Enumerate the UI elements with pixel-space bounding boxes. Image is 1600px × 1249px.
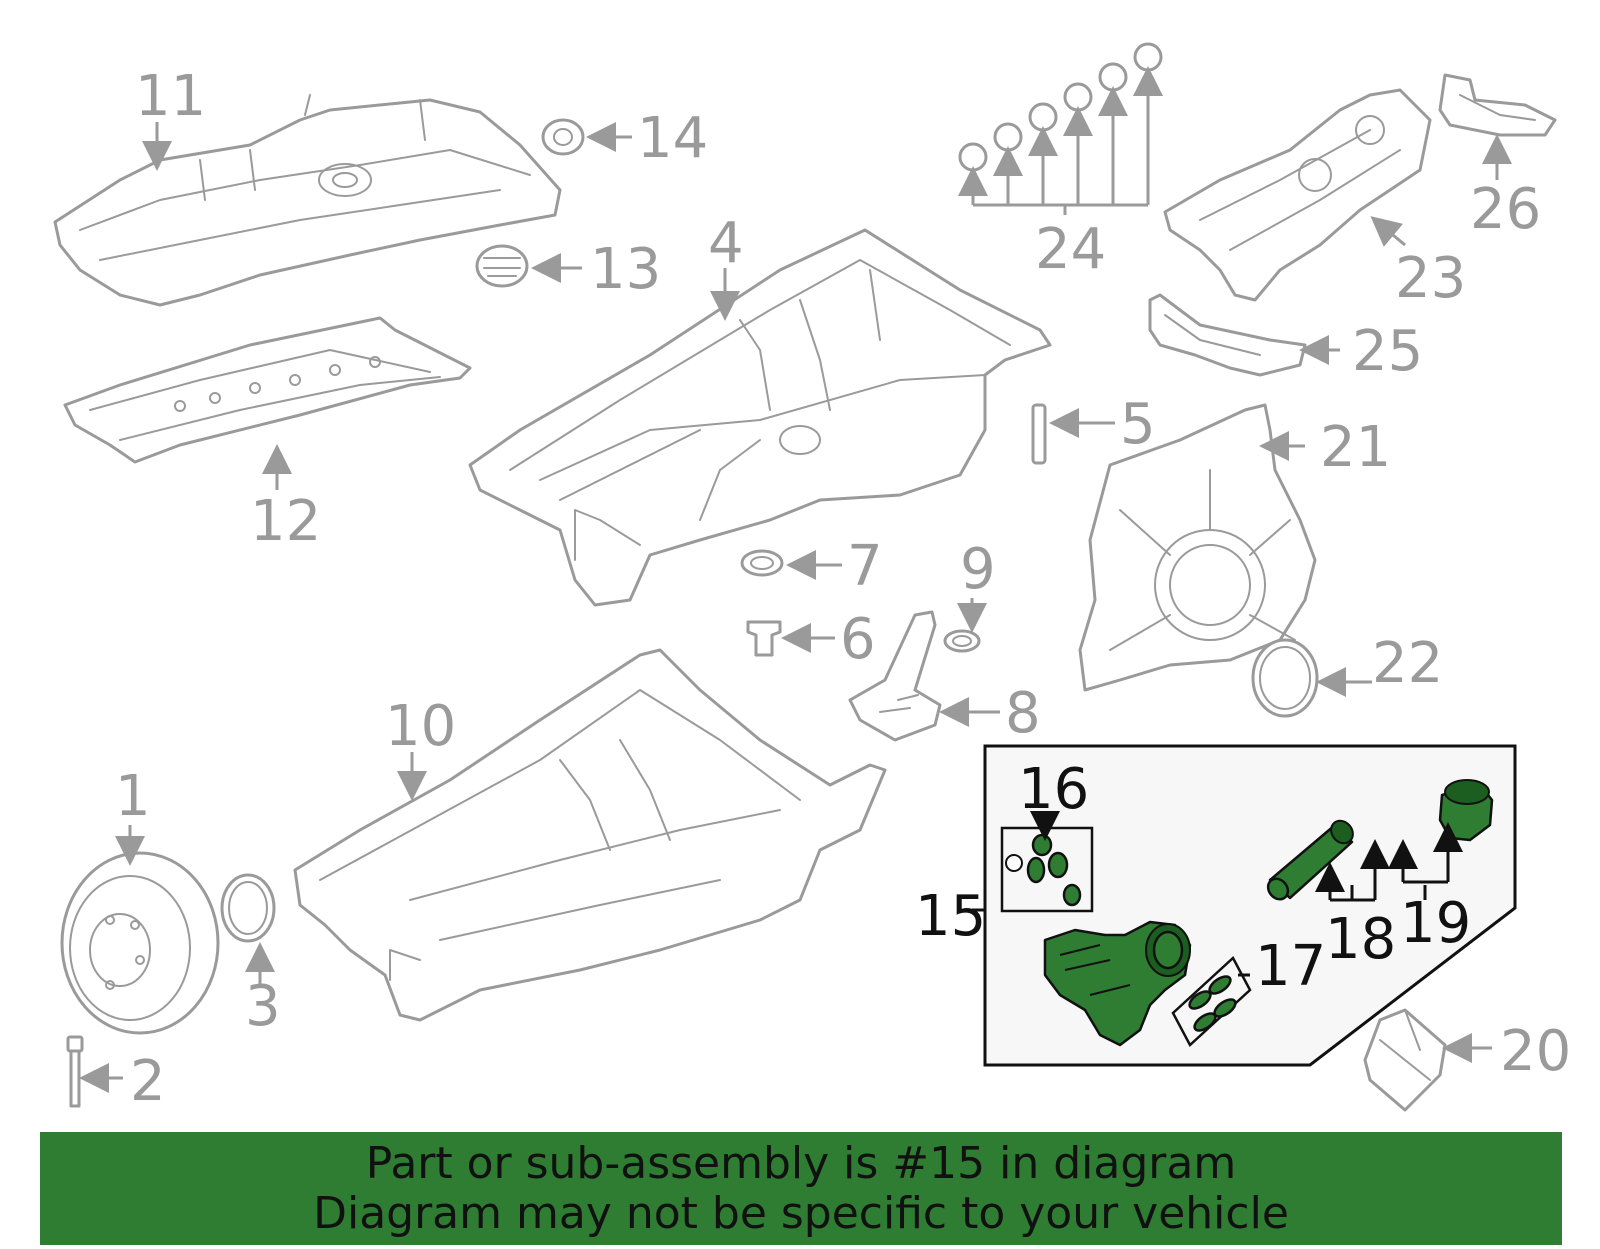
- callout-19: 19: [1400, 891, 1471, 956]
- part-5-dowel: [1031, 403, 1047, 465]
- part-23-cover: [1163, 88, 1432, 302]
- callout-24: 24: [1035, 217, 1106, 282]
- inset-leader-lines: [972, 811, 1463, 977]
- callout-20: 20: [1500, 1019, 1571, 1084]
- part-11-valve-cover: [53, 94, 562, 307]
- callout-9: 9: [960, 537, 996, 602]
- part-3-seal: [220, 873, 276, 943]
- part-14-sensor: [541, 118, 585, 156]
- part-8-oil-level-sensor: [848, 610, 942, 742]
- leader-lines: [79, 66, 1512, 1093]
- footer-line-2: Diagram may not be specific to your vehi…: [313, 1187, 1289, 1239]
- callout-3: 3: [245, 974, 281, 1039]
- callout-22: 22: [1372, 631, 1443, 696]
- part-13-oil-filler-cap: [475, 244, 529, 288]
- callout-8: 8: [1005, 681, 1041, 746]
- part-7-washer: [740, 549, 784, 577]
- callout-2: 2: [130, 1049, 166, 1114]
- part-1-vibration-damper: [60, 851, 220, 1035]
- callout-16: 16: [1018, 757, 1089, 822]
- footer-line-1: Part or sub-assembly is #15 in diagram: [365, 1137, 1237, 1189]
- callout-5: 5: [1120, 392, 1156, 457]
- callout-25: 25: [1352, 319, 1423, 384]
- callout-6: 6: [840, 607, 876, 672]
- part-21-timing-cover: [1078, 403, 1317, 692]
- callout-1: 1: [115, 764, 151, 829]
- callout-11: 11: [135, 64, 206, 129]
- callout-21: 21: [1320, 415, 1391, 480]
- part-6-drain-plug: [746, 620, 782, 657]
- part-4-upper-oil-pan: [468, 228, 1052, 607]
- part-2-bolt: [66, 1035, 84, 1108]
- part-20-cover: [1363, 1008, 1447, 1112]
- callout-12: 12: [250, 489, 321, 554]
- part-10-lower-oil-pan: [293, 648, 887, 1022]
- callout-17: 17: [1255, 934, 1326, 999]
- part-9-o-ring: [943, 629, 981, 653]
- callout-23: 23: [1395, 246, 1466, 311]
- part-25-bracket: [1148, 293, 1307, 377]
- callout-7: 7: [847, 534, 883, 599]
- callout-numbers: 11 14 13 12 4 24 23 26 25 5 21 7 9 6 22 …: [115, 64, 1571, 1114]
- callout-14: 14: [637, 106, 708, 171]
- part-22-seal: [1251, 638, 1319, 718]
- callout-26: 26: [1470, 177, 1541, 242]
- footer-banner: Part or sub-assembly is #15 in diagram D…: [40, 1132, 1562, 1245]
- inset-box-15: [983, 744, 1517, 1067]
- callout-13: 13: [590, 237, 661, 302]
- part-12-valve-cover-gasket: [63, 316, 472, 464]
- part-26-bracket: [1438, 73, 1557, 137]
- part-24-rings: [958, 42, 1163, 172]
- callout-15: 15: [915, 884, 986, 949]
- callout-4: 4: [708, 211, 744, 276]
- callout-10: 10: [385, 694, 456, 759]
- callout-18: 18: [1325, 907, 1396, 972]
